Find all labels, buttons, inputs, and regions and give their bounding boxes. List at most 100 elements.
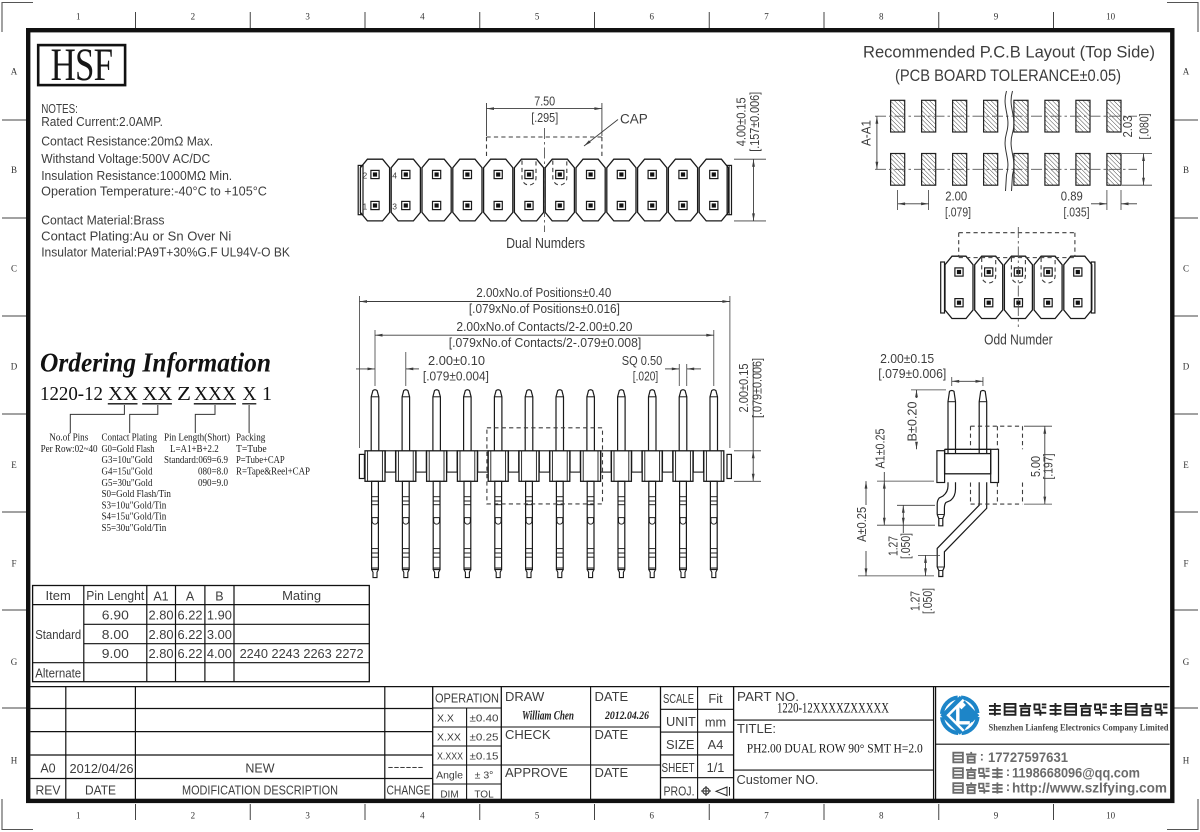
svg-text:B: B xyxy=(215,590,223,604)
svg-text:5: 5 xyxy=(535,811,540,821)
svg-text:6.22: 6.22 xyxy=(178,608,203,623)
svg-text:4.00: 4.00 xyxy=(207,646,232,661)
svg-text:2: 2 xyxy=(363,170,368,180)
svg-text:No.of Pins: No.of Pins xyxy=(49,433,88,444)
svg-text:8.00: 8.00 xyxy=(102,627,129,642)
svg-text:DRAW: DRAW xyxy=(505,689,545,704)
svg-text:A4: A4 xyxy=(708,737,724,752)
svg-text:Ordering Information: Ordering Information xyxy=(40,348,271,378)
svg-text:mm: mm xyxy=(705,715,726,730)
svg-text:[.079±0.006]: [.079±0.006] xyxy=(878,366,946,381)
svg-text:5: 5 xyxy=(535,12,540,22)
svg-text:9.00: 9.00 xyxy=(102,646,129,661)
svg-text:Dual Numders: Dual Numders xyxy=(506,236,585,252)
svg-text:7: 7 xyxy=(764,12,769,22)
svg-text:Pin Lenght: Pin Lenght xyxy=(86,588,144,603)
svg-text:S4=15u"Gold/Tin: S4=15u"Gold/Tin xyxy=(102,512,167,523)
svg-text:A: A xyxy=(1183,67,1190,77)
svg-text:5.00: 5.00 xyxy=(1028,456,1043,477)
svg-text:X: X xyxy=(243,383,257,405)
svg-text:NOTES:: NOTES: xyxy=(41,102,78,116)
svg-text:1.27: 1.27 xyxy=(908,591,923,611)
svg-text:Z: Z xyxy=(177,383,191,405)
svg-text:2.80: 2.80 xyxy=(149,646,174,661)
svg-text:G5=30u"Gold: G5=30u"Gold xyxy=(102,478,153,489)
svg-text:1: 1 xyxy=(76,811,81,821)
svg-text:Packing: Packing xyxy=(236,433,265,444)
svg-text:SCALE: SCALE xyxy=(663,691,694,706)
svg-text:4.00±0.15: 4.00±0.15 xyxy=(734,97,749,146)
svg-text:[.050]: [.050] xyxy=(898,533,913,559)
svg-text:2.80: 2.80 xyxy=(149,627,174,642)
svg-text:A: A xyxy=(11,67,18,77)
svg-text:Insulator Material:PA9T+30%G.F: Insulator Material:PA9T+30%G.F UL94V-O B… xyxy=(41,246,290,260)
svg-text:6: 6 xyxy=(650,811,655,821)
svg-text:DIM: DIM xyxy=(440,790,458,801)
svg-text::: : xyxy=(980,750,984,764)
svg-text:090=9.0: 090=9.0 xyxy=(198,478,228,489)
svg-text:PH2.00 DUAL ROW 90° SMT H=2.0: PH2.00 DUAL ROW 90° SMT H=2.0 xyxy=(747,741,923,756)
svg-text:C: C xyxy=(11,263,17,273)
svg-text:[.295]: [.295] xyxy=(531,110,558,125)
svg-text:[.079xNo.of Contacts/2-.079±0.: [.079xNo.of Contacts/2-.079±0.008] xyxy=(449,335,642,350)
svg-text::: : xyxy=(1006,780,1010,794)
svg-text:Fit: Fit xyxy=(708,691,723,706)
svg-text:MODIFICATION DESCRIPTION: MODIFICATION DESCRIPTION xyxy=(182,784,338,798)
svg-text:0.89: 0.89 xyxy=(1061,189,1083,204)
svg-text:APPROVE: APPROVE xyxy=(505,765,568,780)
svg-text:DATE: DATE xyxy=(595,765,629,780)
svg-text:E: E xyxy=(11,460,17,470)
svg-text:S3=10u"Gold/Tin: S3=10u"Gold/Tin xyxy=(102,500,167,511)
svg-text:XXX: XXX xyxy=(194,383,236,405)
svg-text:1220-12: 1220-12 xyxy=(40,383,103,405)
svg-text:Alternate: Alternate xyxy=(35,666,81,681)
svg-text:Contact Resistance:20mΩ Max.: Contact Resistance:20mΩ Max. xyxy=(41,134,213,148)
svg-text:P=Tube+CAP: P=Tube+CAP xyxy=(236,455,285,466)
svg-text:[.157±0.006]: [.157±0.006] xyxy=(747,92,762,152)
svg-text:Operation Temperature:-40°C to: Operation Temperature:-40°C to +105°C xyxy=(41,185,267,199)
svg-text:Item: Item xyxy=(46,588,71,603)
svg-text:1: 1 xyxy=(262,383,272,405)
svg-text:OPERATION: OPERATION xyxy=(435,691,499,706)
svg-text:Recommended P.C.B Layout (Top: Recommended P.C.B Layout (Top Side) xyxy=(863,44,1155,62)
svg-text:6.22: 6.22 xyxy=(178,646,203,661)
svg-text:H: H xyxy=(11,755,18,765)
svg-text:S5=30u"Gold/Tin: S5=30u"Gold/Tin xyxy=(102,523,167,534)
svg-text:G3=10u"Gold: G3=10u"Gold xyxy=(102,455,153,466)
svg-text:2: 2 xyxy=(191,12,196,22)
svg-text:10: 10 xyxy=(1106,811,1116,821)
svg-text:1: 1 xyxy=(363,201,368,211)
svg-text:2.00xNo.of Contacts/2-2.00±0.2: 2.00xNo.of Contacts/2-2.00±0.20 xyxy=(456,319,632,334)
svg-text:17727597631: 17727597631 xyxy=(988,750,1068,765)
svg-text:4: 4 xyxy=(420,811,425,821)
svg-text:http://www.szlfying.com: http://www.szlfying.com xyxy=(1012,781,1167,796)
svg-text:[.079±0.004]: [.079±0.004] xyxy=(423,369,489,384)
svg-text:2012.04.26: 2012.04.26 xyxy=(604,708,649,722)
svg-text:B±0.20: B±0.20 xyxy=(905,402,920,442)
svg-text:2012/04/26: 2012/04/26 xyxy=(70,761,134,776)
svg-text:PROJ.: PROJ. xyxy=(664,784,695,799)
svg-text:DATE: DATE xyxy=(595,727,629,742)
svg-text::: : xyxy=(1006,765,1010,779)
svg-text:1/1: 1/1 xyxy=(707,760,725,775)
svg-text:±0.40: ±0.40 xyxy=(470,713,499,725)
svg-text:HSF: HSF xyxy=(51,38,113,90)
svg-text:Mating: Mating xyxy=(282,588,321,603)
svg-text:Contact Plating: Contact Plating xyxy=(102,433,158,444)
svg-text:4: 4 xyxy=(392,170,397,180)
svg-text:[.050]: [.050] xyxy=(920,588,935,614)
svg-text:S0=Gold Flash/Tin: S0=Gold Flash/Tin xyxy=(102,489,171,500)
svg-text:SHEET: SHEET xyxy=(662,760,695,775)
svg-text:F: F xyxy=(1183,559,1188,569)
svg-text:2.00±0.15: 2.00±0.15 xyxy=(736,364,751,413)
svg-text:6: 6 xyxy=(650,12,655,22)
svg-text:SQ 0.50: SQ 0.50 xyxy=(622,353,662,368)
svg-text:G: G xyxy=(1183,657,1190,667)
svg-text:9: 9 xyxy=(994,12,999,22)
svg-text:REV: REV xyxy=(36,784,62,798)
svg-text:±0.15: ±0.15 xyxy=(470,751,499,763)
svg-text:2240 2243 2263 2272: 2240 2243 2263 2272 xyxy=(240,646,364,661)
svg-text:Contact Plating:Au or Sn Over: Contact Plating:Au or Sn Over Ni xyxy=(41,230,231,244)
svg-text:TOL: TOL xyxy=(474,790,494,801)
svg-text:F: F xyxy=(11,559,16,569)
